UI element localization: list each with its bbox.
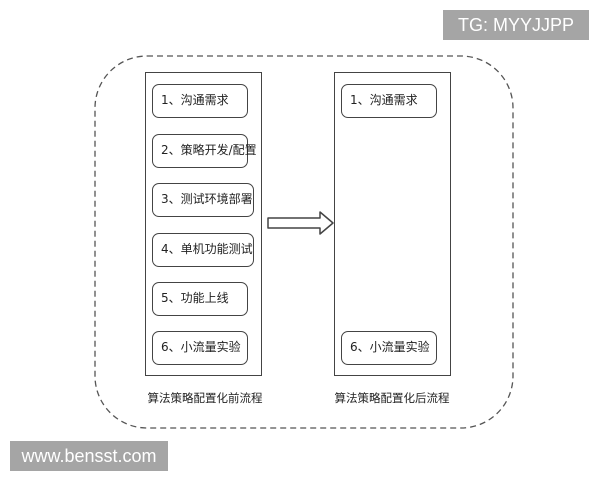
after-process-panel	[334, 72, 451, 376]
transition-arrow	[267, 211, 334, 235]
before-step-4: 4、单机功能测试	[152, 233, 254, 267]
dashed-outer-frame	[94, 55, 514, 429]
before-caption: 算法策略配置化前流程	[147, 391, 263, 405]
before-step-2: 2、策略开发/配置	[152, 134, 257, 168]
watermark-top-right: TG: MYYJJPP	[443, 10, 589, 40]
before-step-1: 1、沟通需求	[152, 84, 248, 118]
before-step-6: 6、小流量实验	[152, 331, 248, 365]
watermark-bottom-left: www.bensst.com	[10, 441, 168, 471]
before-step-3: 3、测试环境部署	[152, 183, 254, 217]
after-step-1: 1、沟通需求	[341, 84, 437, 118]
before-step-5: 5、功能上线	[152, 282, 248, 316]
before-process-panel	[145, 72, 262, 376]
after-step-6: 6、小流量实验	[341, 331, 437, 365]
after-caption: 算法策略配置化后流程	[334, 391, 450, 405]
